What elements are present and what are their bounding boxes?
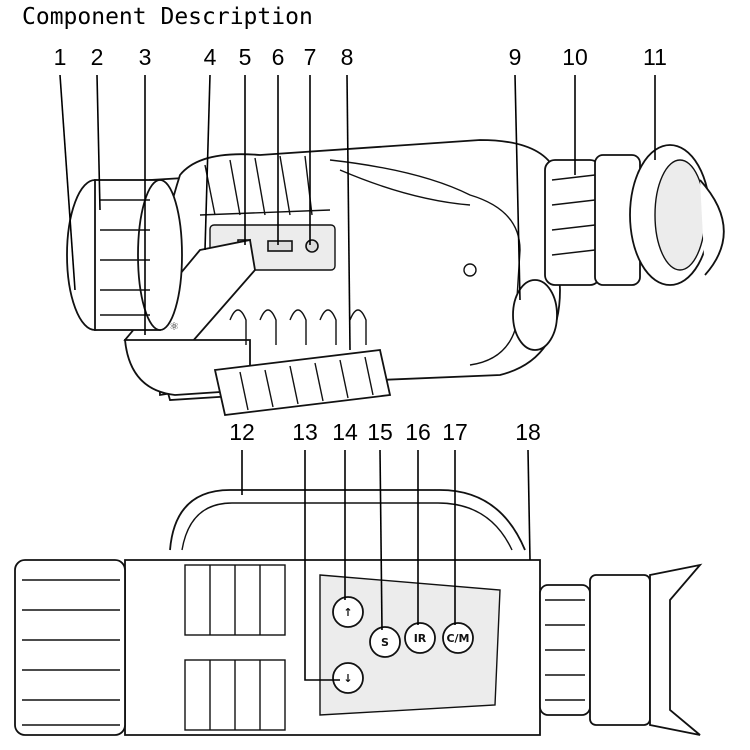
accessory-rail <box>213 349 392 416</box>
callout-label-18: 18 <box>515 419 541 445</box>
top-ridges <box>199 155 331 216</box>
down-button[interactable]: ↓ <box>332 662 364 694</box>
callout-leader-8 <box>346 74 351 351</box>
bottom-callouts: 12 13 14 15 16 17 18 <box>229 419 541 681</box>
ir-button[interactable]: IR <box>404 622 436 654</box>
bottom-eyepiece <box>539 563 703 736</box>
usb-port <box>267 240 293 252</box>
callout-leader-15 <box>379 449 383 631</box>
callout-leader-4 <box>204 74 211 251</box>
up-button[interactable]: ↑ <box>332 596 364 628</box>
callout-label-12: 12 <box>229 419 255 445</box>
side-ribs <box>184 564 286 731</box>
callout-label-6: 6 <box>272 44 285 70</box>
callout-leader-9 <box>514 74 521 301</box>
bottom-device-illustration: ↑ ↓ S IR C/M <box>14 489 703 736</box>
callout-label-13: 13 <box>292 419 318 445</box>
svg-text:S: S <box>381 636 389 649</box>
ir-window <box>512 279 558 351</box>
callout-label-11: 11 <box>643 44 667 70</box>
hand-strap <box>169 489 526 551</box>
finger-grooves <box>229 309 367 345</box>
callout-leader-1 <box>59 74 76 291</box>
callout-label-17: 17 <box>442 419 468 445</box>
svg-text:IR: IR <box>414 632 427 645</box>
callout-label-1: 1 <box>54 44 67 70</box>
callout-label-15: 15 <box>367 419 393 445</box>
svg-text:C/M: C/M <box>446 632 469 645</box>
svg-text:↓: ↓ <box>343 672 352 685</box>
callout-label-7: 7 <box>304 44 317 70</box>
cm-button[interactable]: C/M <box>442 622 474 654</box>
callout-label-4: 4 <box>204 44 217 70</box>
focus-ring <box>544 159 601 286</box>
callout-label-3: 3 <box>139 44 152 70</box>
svg-text:↑: ↑ <box>343 606 352 619</box>
objective-lens <box>66 179 183 331</box>
diagram-title: Component Description <box>22 4 313 30</box>
callout-leader-13 <box>304 450 340 681</box>
callout-label-8: 8 <box>341 44 354 70</box>
callout-label-10: 10 <box>562 44 588 70</box>
top-device-illustration: ▭ ⚛ <box>66 139 725 416</box>
callout-leader-18 <box>527 449 531 561</box>
callout-label-14: 14 <box>332 419 358 445</box>
callout-leader-2 <box>96 74 101 211</box>
callout-label-2: 2 <box>91 44 104 70</box>
callout-label-16: 16 <box>405 419 431 445</box>
av-port <box>305 239 319 253</box>
bottom-objective-lens <box>14 559 126 736</box>
callout-label-5: 5 <box>239 44 252 70</box>
s-button[interactable]: S <box>369 626 401 658</box>
eyepiece <box>594 144 725 286</box>
callout-label-9: 9 <box>509 44 522 70</box>
